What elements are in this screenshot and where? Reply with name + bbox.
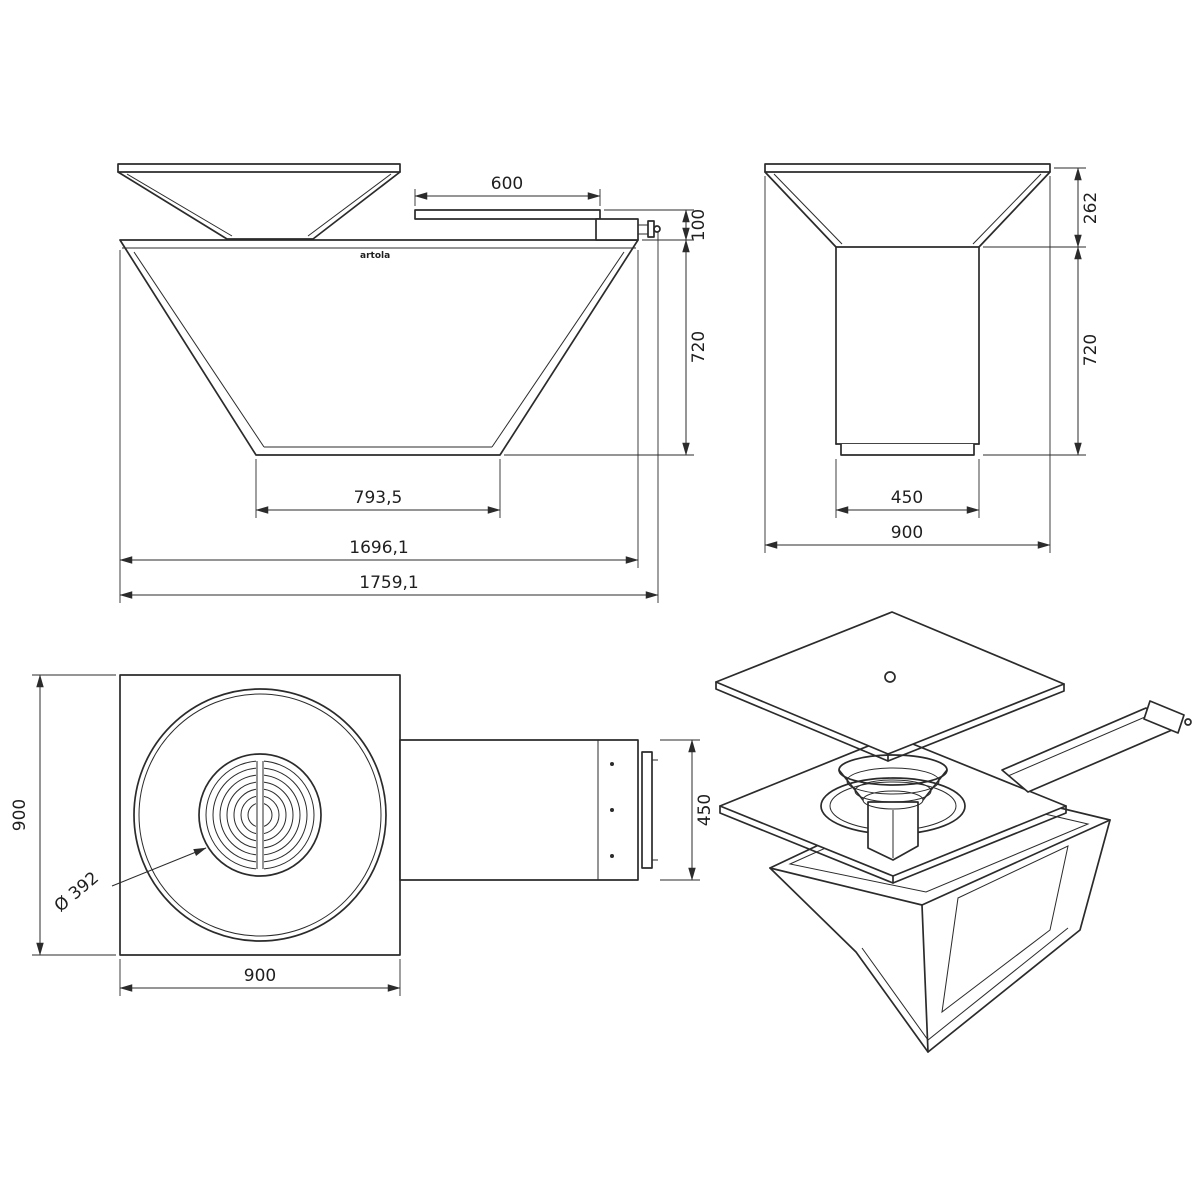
dim-side-overall-width: 900 xyxy=(891,523,923,543)
dim-side-funnel-height: 262 xyxy=(1081,192,1101,224)
grate-rim xyxy=(198,753,322,877)
dim-top-table-depth: 450 xyxy=(695,794,715,826)
brand-logo: artola xyxy=(360,251,390,261)
side-base-plate xyxy=(840,444,975,456)
dim-side-base-width: 450 xyxy=(891,488,923,508)
dim-front-table-offset: 100 xyxy=(689,209,709,241)
top-funnel-rim xyxy=(133,688,387,942)
dim-front-bottom-width: 793,5 xyxy=(354,488,403,508)
dim-top-width: 900 xyxy=(244,966,276,986)
dim-grate-diameter: Ø 392 xyxy=(51,868,103,916)
side-view: 262 720 450 900 xyxy=(764,163,1101,553)
front-view: artola 600 100 720 793,5 1696,1 1759,1 xyxy=(117,163,709,603)
front-table-bracket xyxy=(595,218,639,241)
iso-view xyxy=(715,611,1192,1053)
side-funnel-outline xyxy=(764,163,1051,248)
iso-plate-hole-small xyxy=(884,671,896,683)
iso-base-door-panel xyxy=(941,845,1069,1014)
iso-table-handle xyxy=(1143,700,1185,734)
iso-top-plate xyxy=(715,611,1065,755)
front-body-outline xyxy=(119,239,639,456)
top-view: 900 900 450 Ø 392 xyxy=(10,674,715,996)
top-side-table xyxy=(399,739,639,881)
dim-front-table-width: 600 xyxy=(491,174,523,194)
front-side-table xyxy=(414,209,601,220)
dim-side-body-height: 720 xyxy=(1081,334,1101,366)
dim-front-top-width: 1696,1 xyxy=(349,538,408,558)
dim-front-body-height: 720 xyxy=(689,331,709,363)
dim-top-depth: 900 xyxy=(10,799,30,831)
front-handle-knob xyxy=(653,225,661,233)
front-funnel-outline xyxy=(117,163,401,240)
dim-front-overall-width: 1759,1 xyxy=(359,573,418,593)
top-table-handle xyxy=(641,751,653,869)
